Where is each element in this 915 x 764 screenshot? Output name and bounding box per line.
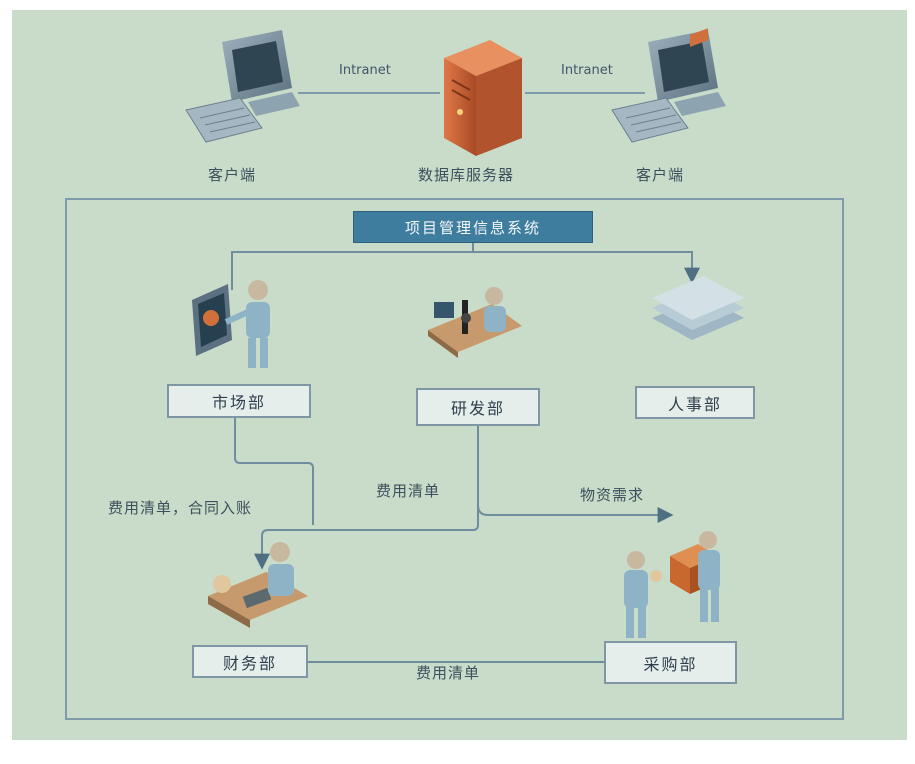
flow-label-finance-purchasing: 费用清单: [416, 662, 480, 683]
client-label-right: 客户端: [636, 164, 684, 185]
flow-label-rnd-purchasing: 物资需求: [580, 484, 644, 505]
client-label-left: 客户端: [208, 164, 256, 185]
server-label: 数据库服务器: [418, 164, 514, 185]
people-box-icon: [624, 531, 720, 638]
intranet-label-left: Intranet: [339, 63, 391, 78]
title-to-hr-connector: [232, 243, 692, 290]
person-desk-icon: [208, 542, 308, 628]
system-title: 项目管理信息系统: [353, 211, 593, 243]
department-box-hr: 人事部: [635, 386, 755, 419]
intranet-label-right: Intranet: [561, 63, 613, 78]
flow-label-marketing-finance: 费用清单，合同入账: [108, 497, 252, 518]
department-box-finance: 财务部: [192, 645, 308, 678]
computer-icon: [612, 30, 726, 142]
person-microscope-icon: [428, 287, 522, 358]
server-icon: [444, 40, 522, 156]
department-box-marketing: 市场部: [167, 384, 311, 418]
department-box-rnd: 研发部: [416, 388, 540, 426]
rnd-to-purchasing-connector: [478, 505, 672, 515]
person-board-icon: [192, 280, 270, 368]
rnd-to-finance-connector: [262, 425, 478, 568]
flow-label-rnd-finance: 费用清单: [376, 480, 440, 501]
department-box-purchasing: 采购部: [604, 641, 737, 684]
computer-icon: [186, 30, 300, 142]
